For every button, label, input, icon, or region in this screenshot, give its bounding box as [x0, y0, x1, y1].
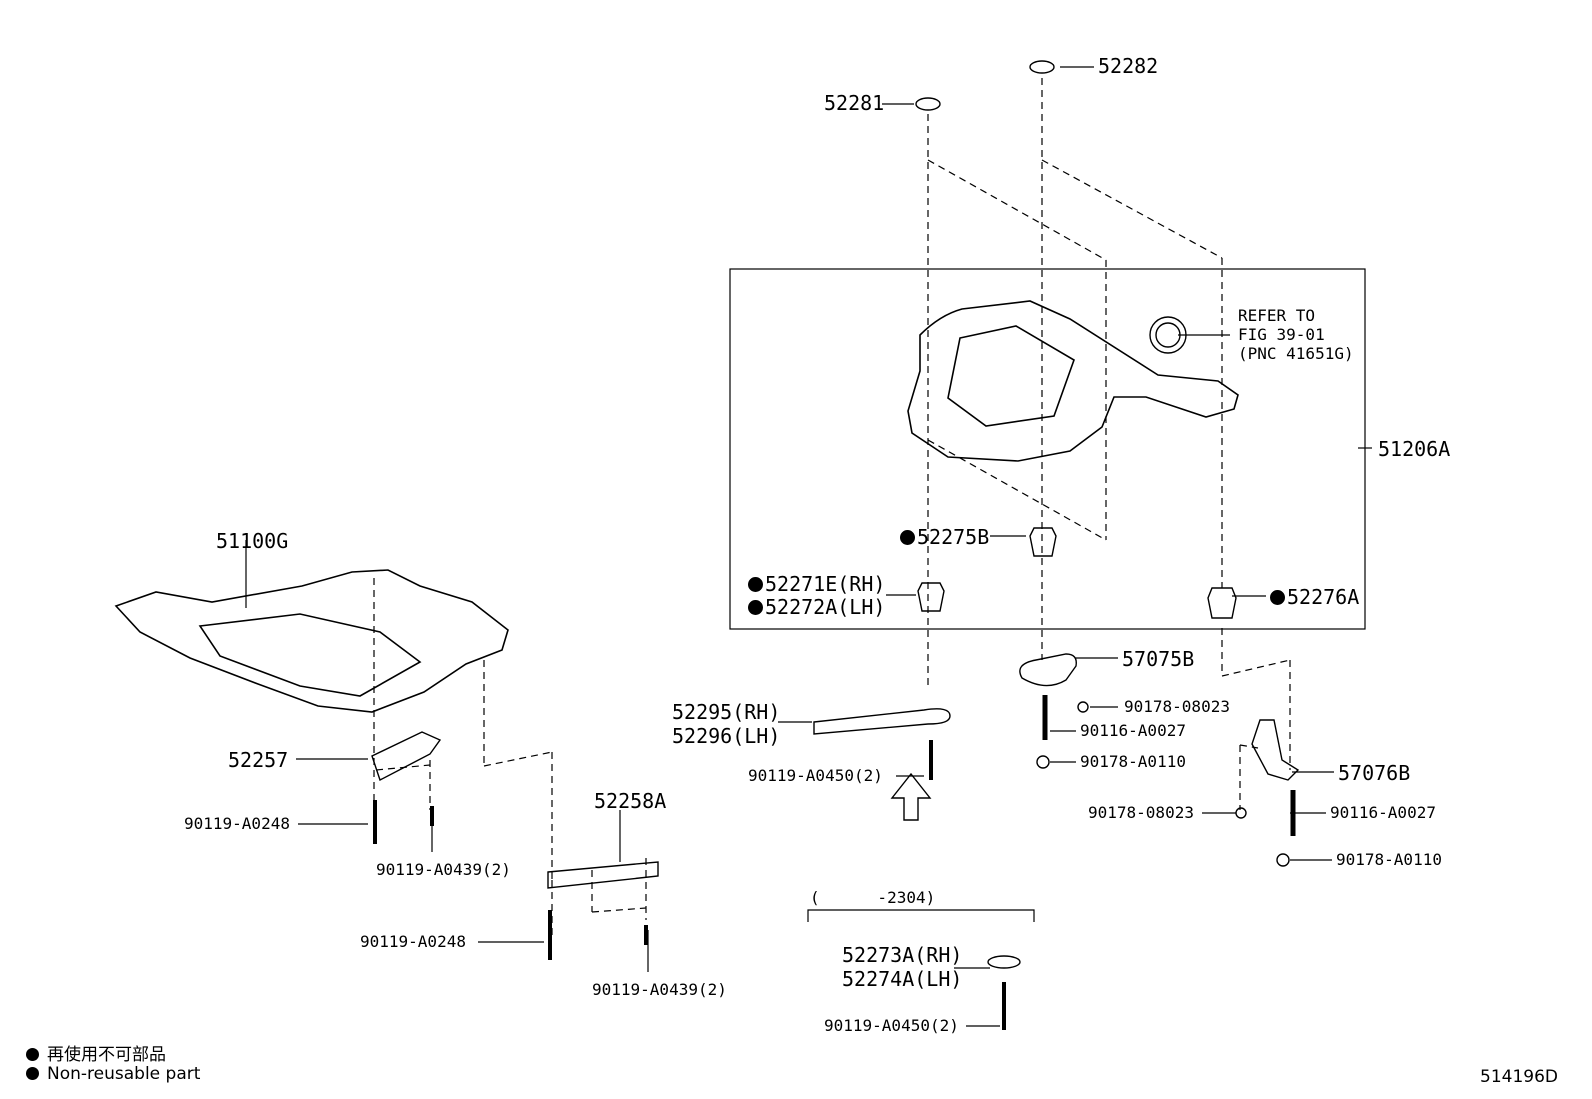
- refer-note-line2: FIG 39-01: [1238, 325, 1325, 344]
- part-90119-A0439-a[interactable]: 90119-A0439(2): [376, 860, 511, 879]
- part-52295-rh[interactable]: 52295(RH): [672, 700, 781, 724]
- part-90116-A0027-a[interactable]: 90116-A0027: [1080, 721, 1186, 740]
- non-reusable-marker: [1270, 590, 1285, 605]
- part-90119-A0248-a[interactable]: 90119-A0248: [184, 814, 290, 833]
- part-52257[interactable]: 52257: [228, 748, 289, 772]
- part-90178-08023-a[interactable]: 90178-08023: [1124, 697, 1230, 716]
- part-90119-A0439-b[interactable]: 90119-A0439(2): [592, 980, 727, 999]
- legend-english: Non-reusable part: [26, 1064, 200, 1084]
- part-52271E-rh[interactable]: 52271E(RH): [748, 573, 885, 595]
- leader-lines: [245, 66, 1372, 1027]
- legend-japanese: 再使用不可部品: [26, 1040, 166, 1065]
- non-reusable-marker: [748, 577, 763, 592]
- part-90119-A0450-b[interactable]: 90119-A0450(2): [824, 1016, 959, 1035]
- part-57075B[interactable]: 57075B: [1122, 647, 1195, 671]
- part-52273A-rh[interactable]: 52273A(RH): [842, 943, 963, 967]
- figure-id: 514196D: [1480, 1067, 1558, 1087]
- refer-note-line3: (PNC 41651G): [1238, 344, 1354, 363]
- front-subframe-outline: [114, 569, 509, 713]
- part-52276A[interactable]: 52276A: [1270, 586, 1359, 608]
- subframe-assembly-box: [729, 268, 1366, 630]
- part-52272A-lh[interactable]: 52272A(LH): [748, 596, 885, 618]
- part-90119-A0248-b[interactable]: 90119-A0248: [360, 932, 466, 951]
- part-90178-08023-b[interactable]: 90178-08023: [1088, 803, 1194, 822]
- dashed-alignment-lines: [373, 78, 1291, 935]
- part-52281[interactable]: 52281: [824, 91, 885, 115]
- part-90116-A0027-b[interactable]: 90116-A0027: [1330, 803, 1436, 822]
- production-range-note: ( -2304): [810, 888, 936, 907]
- bullet-icon: [26, 1067, 39, 1080]
- bullet-icon: [26, 1048, 39, 1061]
- part-52275B[interactable]: 52275B: [900, 526, 989, 548]
- part-90119-A0450-a[interactable]: 90119-A0450(2): [748, 766, 883, 785]
- non-reusable-marker: [900, 530, 915, 545]
- part-52282[interactable]: 52282: [1098, 54, 1159, 78]
- part-52296-lh[interactable]: 52296(LH): [672, 724, 781, 748]
- part-52274A-lh[interactable]: 52274A(LH): [842, 967, 963, 991]
- non-reusable-marker: [748, 600, 763, 615]
- part-90178-A0110-a[interactable]: 90178-A0110: [1080, 752, 1186, 771]
- part-51206A[interactable]: 51206A: [1378, 437, 1451, 461]
- refer-note-line1: REFER TO: [1238, 306, 1316, 325]
- part-52258A[interactable]: 52258A: [594, 789, 667, 813]
- hardware: [371, 60, 1300, 1030]
- part-51100G[interactable]: 51100G: [216, 529, 289, 553]
- rear-subframe-outline: [907, 300, 1239, 462]
- part-57076B[interactable]: 57076B: [1338, 761, 1411, 785]
- part-90178-A0110-b[interactable]: 90178-A0110: [1336, 850, 1442, 869]
